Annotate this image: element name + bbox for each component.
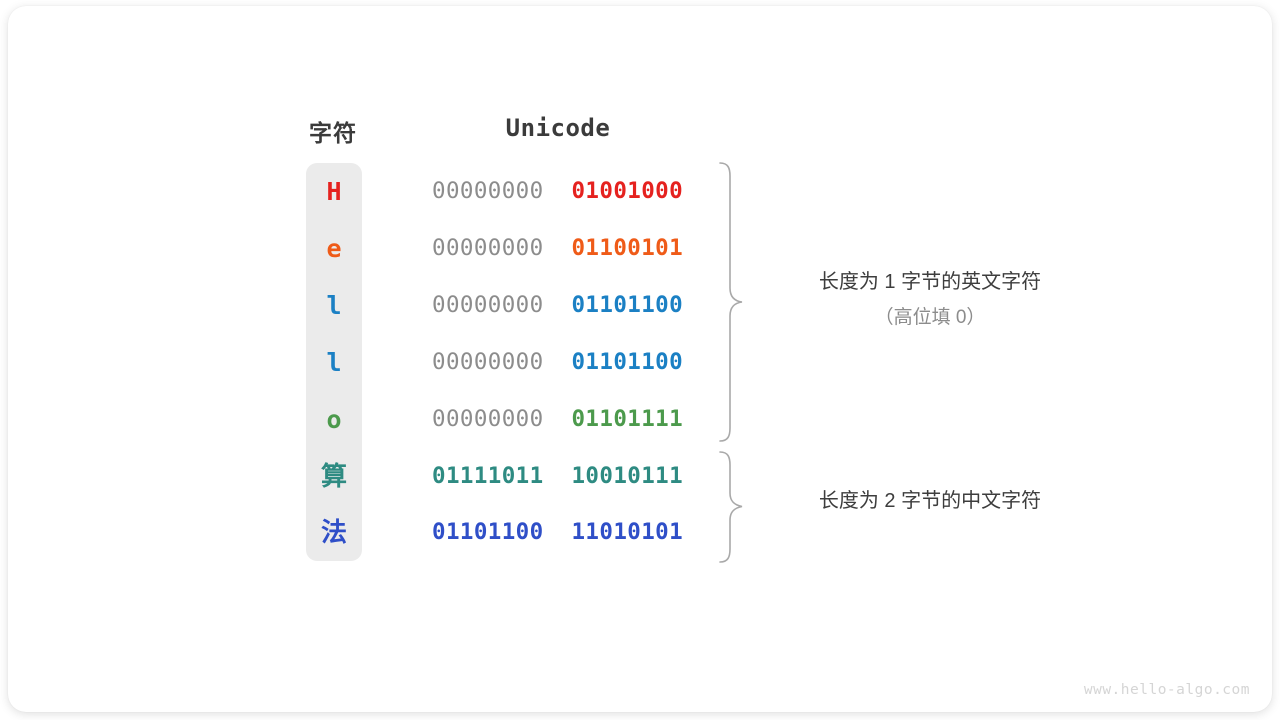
row-low-byte: 01100101 (571, 234, 684, 261)
row-unicode-bits: 00000000 01100101 (432, 220, 684, 277)
row-character: l (326, 347, 342, 377)
row-unicode-bits: 01111011 10010111 (432, 448, 684, 505)
row-character: 算 (320, 460, 347, 491)
row-low-byte: 01101100 (571, 291, 684, 318)
annotation-double-byte: 长度为 2 字节的中文字符 (758, 484, 1102, 519)
byte-separator (544, 292, 572, 318)
diagram-card (8, 6, 1272, 712)
annotation-single-byte-sub: （高位填 0） (874, 307, 986, 328)
row-character: 法 (320, 517, 347, 548)
annotation-single-byte: 长度为 1 字节的英文字符 （高位填 0） (758, 265, 1102, 335)
brace-single-byte (718, 160, 746, 444)
annotation-double-byte-main: 长度为 2 字节的中文字符 (818, 490, 1042, 512)
row-character: H (326, 177, 342, 206)
byte-separator (544, 235, 572, 261)
row-high-byte: 01111011 (432, 462, 544, 489)
row-high-byte: 00000000 (432, 178, 544, 204)
brace-double-byte (718, 449, 746, 565)
encoding-row: e 00000000 01100101 (0, 220, 1280, 277)
row-unicode-bits: 00000000 01101100 (432, 277, 684, 334)
row-high-byte: 00000000 (432, 291, 544, 318)
row-low-byte: 01101111 (571, 405, 684, 432)
byte-separator (544, 178, 572, 204)
column-header-character: 字符 (309, 120, 357, 146)
row-high-byte: 01101100 (432, 519, 544, 546)
encoding-row: l 00000000 01101100 (0, 277, 1280, 334)
row-character: e (326, 233, 342, 263)
row-unicode-bits: 00000000 01101100 (432, 334, 684, 391)
row-low-byte: 10010111 (571, 462, 684, 489)
row-character: l (326, 290, 342, 320)
byte-separator (544, 349, 572, 375)
row-unicode-bits: 01101100 11010101 (432, 504, 684, 561)
row-high-byte: 00000000 (432, 405, 544, 432)
character-column-background (306, 163, 362, 561)
row-unicode-bits: 00000000 01001000 (432, 163, 684, 220)
watermark: www.hello-algo.com (1083, 682, 1250, 698)
byte-separator (544, 519, 572, 545)
row-low-byte: 01001000 (571, 178, 684, 204)
row-high-byte: 00000000 (432, 348, 544, 375)
row-unicode-bits: 00000000 01101111 (432, 391, 684, 448)
encoding-row: 算 01111011 10010111 (0, 448, 1280, 505)
row-low-byte: 01101100 (571, 348, 684, 375)
row-character: o (326, 404, 342, 434)
column-header-unicode: Unicode (505, 114, 611, 142)
encoding-row: o 00000000 01101111 (0, 391, 1280, 448)
encoding-row: 法 01101100 11010101 (0, 504, 1280, 561)
row-high-byte: 00000000 (432, 234, 544, 261)
byte-separator (544, 406, 572, 432)
encoding-row: l 00000000 01101100 (0, 334, 1280, 391)
encoding-row: H 00000000 01001000 (0, 163, 1280, 220)
annotation-single-byte-main: 长度为 1 字节的英文字符 (818, 271, 1042, 293)
byte-separator (544, 463, 572, 489)
row-low-byte: 11010101 (571, 519, 684, 546)
